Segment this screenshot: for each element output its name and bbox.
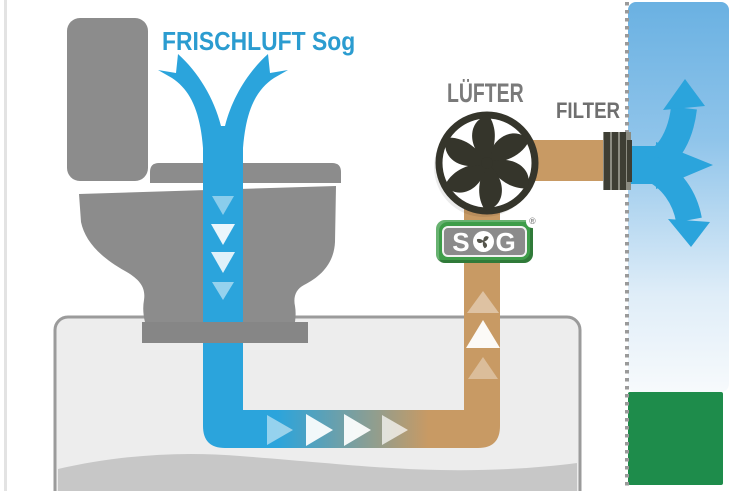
fan-hub — [481, 157, 493, 169]
tank-liquid — [58, 453, 577, 491]
right-arrow-icon — [344, 414, 371, 446]
fan-blade — [445, 137, 487, 167]
exhaust-up-arrowhead-icon — [663, 79, 705, 110]
fan-blade — [472, 115, 495, 163]
exhaust-down-arrowhead-icon — [668, 219, 710, 247]
toilet-seat — [150, 163, 341, 183]
page-edge-strip — [4, 0, 7, 491]
sog-letter-g: G — [495, 226, 517, 257]
outside-ground — [628, 392, 723, 485]
sog-o-fan-glyph — [476, 234, 490, 249]
fan-blade — [487, 159, 529, 189]
fan-label: LÜFTER — [447, 78, 524, 108]
exhaust-split-arrows — [629, 79, 713, 247]
up-arrow-icon — [466, 320, 500, 348]
down-arrow-icon — [212, 196, 234, 215]
right-arrow-icon — [382, 415, 408, 445]
filter-label: FILTER — [556, 98, 621, 123]
fresh-air-label: FRISCHLUFT Sog — [162, 26, 356, 56]
up-arrow-icon — [468, 357, 498, 379]
down-arrow-icon — [211, 224, 235, 245]
toilet-base-band — [142, 322, 308, 343]
down-arrow-icon — [211, 252, 235, 273]
up-arrow-icon — [467, 291, 499, 313]
fan-blades — [445, 115, 529, 211]
registered-trademark-icon: ® — [526, 215, 539, 228]
toilet-cistern — [67, 18, 148, 181]
filter-bars-icon — [603, 132, 632, 190]
fresh-air-left-branch — [158, 54, 221, 148]
sog-brand-badge: S G ® — [436, 215, 539, 263]
down-arrow-icon — [212, 282, 234, 300]
airflow-down-arrows — [211, 196, 235, 300]
fresh-air-right-branch — [225, 54, 288, 148]
fan-blade — [445, 163, 487, 193]
fan-blade — [479, 163, 502, 211]
exhaust-down-curve — [643, 156, 702, 223]
sog-letter-s: S — [452, 226, 471, 257]
filter-bar — [620, 132, 626, 190]
airflow-right-arrows — [267, 414, 408, 446]
fan-blade — [487, 133, 529, 163]
fan-icon — [434, 111, 539, 217]
sog-brand-plate: S G — [442, 226, 527, 257]
filter-bar — [604, 132, 610, 190]
right-arrow-icon — [306, 414, 333, 446]
fresh-air-y-arrow — [158, 54, 288, 148]
right-arrow-icon — [267, 415, 293, 445]
filter-bar — [627, 140, 632, 182]
airflow-up-arrows — [466, 291, 500, 379]
filter-bar — [612, 132, 618, 190]
fan-in-letter-o-icon — [472, 231, 494, 252]
